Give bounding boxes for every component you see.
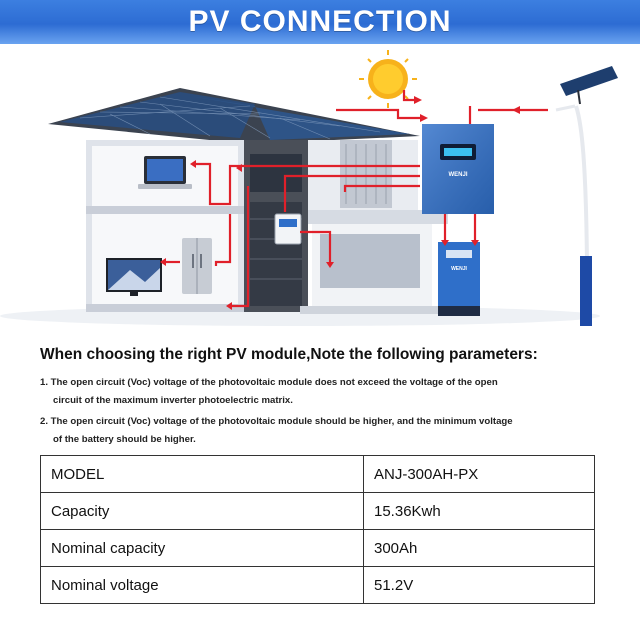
table-row: Nominal voltage 51.2V	[40, 566, 595, 604]
spec-value: 51.2V	[363, 566, 595, 604]
table-row: MODEL ANJ-300AH-PX	[40, 455, 595, 493]
note-item: 2. The open circuit (Voc) voltage of the…	[40, 413, 610, 449]
spec-label: Nominal capacity	[40, 529, 364, 567]
street-light-icon	[555, 66, 618, 326]
spec-label: Nominal voltage	[40, 566, 364, 604]
table-row: Capacity 15.36Kwh	[40, 492, 595, 530]
spec-value: 300Ah	[363, 529, 595, 567]
battery-brand: WENJI	[451, 266, 467, 272]
pv-connection-illustration: WENJI WENJI	[0, 50, 618, 326]
inverter-icon: WENJI	[422, 124, 494, 214]
note-line: 2. The open circuit (Voc) voltage of the…	[40, 416, 513, 427]
page-title: PV CONNECTION	[188, 5, 452, 38]
title-banner: PV CONNECTION	[0, 0, 640, 44]
tv-icon	[106, 258, 162, 296]
spec-value: 15.36Kwh	[363, 492, 595, 530]
sun-icon	[359, 50, 417, 108]
note-line: 1. The open circuit (Voc) voltage of the…	[40, 377, 498, 388]
wire-arrows	[160, 96, 520, 310]
note-line: circuit of the maximum inverter photoele…	[53, 395, 293, 406]
meter-icon	[274, 213, 302, 245]
parameter-notes: 1. The open circuit (Voc) voltage of the…	[40, 374, 610, 449]
parameters-heading: When choosing the right PV module,Note t…	[40, 346, 538, 363]
note-item: 1. The open circuit (Voc) voltage of the…	[40, 374, 610, 410]
fridge-icon	[182, 238, 212, 294]
table-row: Nominal capacity 300Ah	[40, 529, 595, 567]
wiring	[166, 90, 548, 308]
spec-value: ANJ-300AH-PX	[363, 455, 595, 493]
laptop-icon	[138, 156, 192, 189]
note-line: of the battery should be higher.	[53, 434, 196, 445]
spec-label: MODEL	[40, 455, 364, 493]
spec-label: Capacity	[40, 492, 364, 530]
battery-icon: WENJI	[438, 242, 480, 316]
spec-table: MODEL ANJ-300AH-PX Capacity 15.36Kwh Nom…	[40, 455, 595, 604]
inverter-brand: WENJI	[448, 172, 467, 178]
